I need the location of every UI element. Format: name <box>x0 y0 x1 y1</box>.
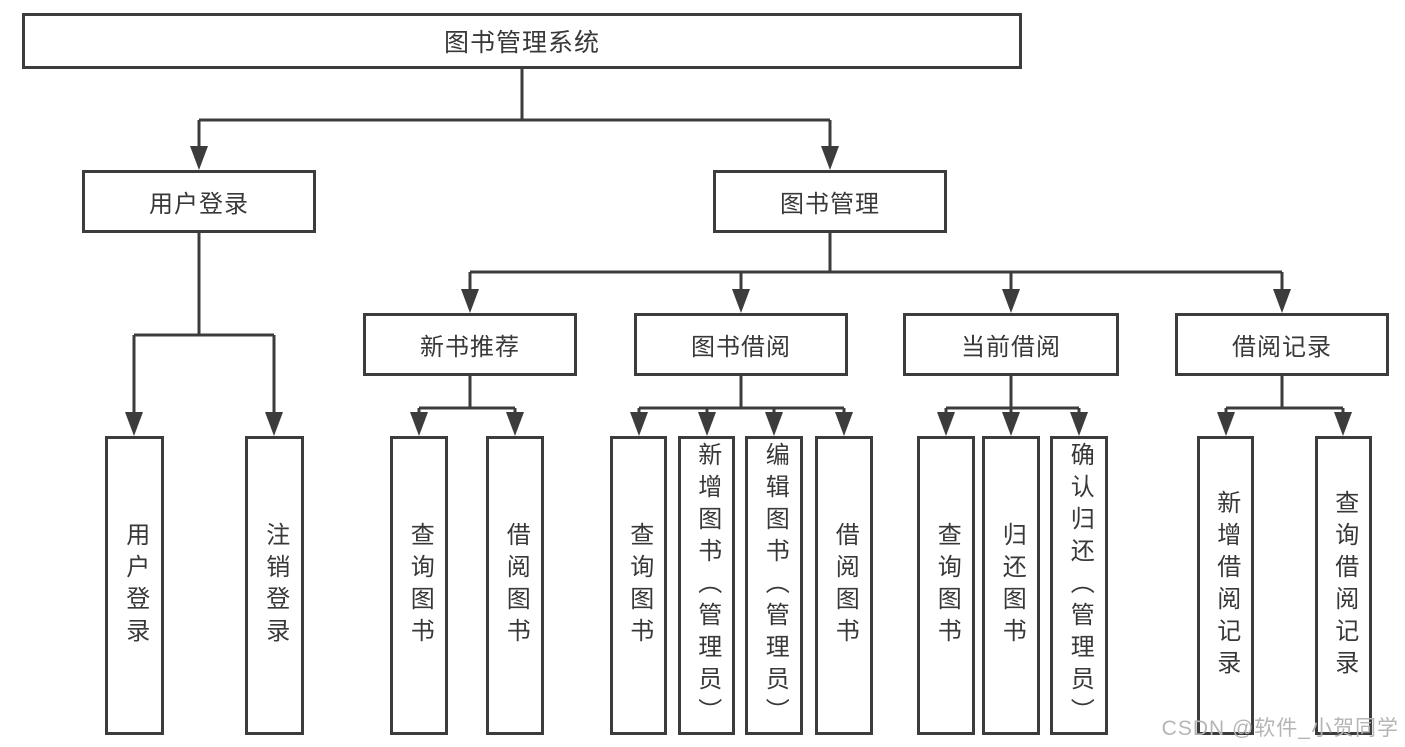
node-book-borrowing: 图书借阅 <box>634 313 848 376</box>
leaf-logout: 注销登录 <box>245 436 304 735</box>
node-label: 用户登录 <box>121 521 149 650</box>
node-label: 查询图书 <box>933 521 961 650</box>
node-label: 借阅图书 <box>502 521 530 650</box>
leaf-user-login: 用户登录 <box>105 436 164 735</box>
node-label: 图书借阅 <box>691 334 791 361</box>
node-user-login: 用户登录 <box>82 170 316 233</box>
node-new-book-recommendation: 新书推荐 <box>363 313 577 376</box>
leaf-query-borrow-record: 查询借阅记录 <box>1315 436 1372 735</box>
node-label: 图书管理系统 <box>443 29 600 57</box>
connector-book-management <box>468 233 1284 293</box>
leaf-borrow-books: 借阅图书 <box>815 436 873 735</box>
node-label: 确认归还（管理员） <box>1066 441 1094 730</box>
leaf-query-books-recommend: 查询图书 <box>390 436 448 735</box>
node-label: 注销登录 <box>261 521 289 650</box>
csdn-watermark: CSDN @软件_小贺同学 <box>1161 717 1399 740</box>
node-label: 新增借阅记录 <box>1212 489 1240 682</box>
connector-root <box>197 69 832 150</box>
leaf-borrow-books-recommend: 借阅图书 <box>486 436 544 735</box>
leaf-query-books-borrowing: 查询图书 <box>610 436 667 735</box>
leaf-edit-books-admin: 编辑图书（管理员） <box>745 436 803 735</box>
node-label: 当前借阅 <box>961 334 1061 361</box>
node-current-borrowing: 当前借阅 <box>903 313 1119 376</box>
node-label: 用户登录 <box>149 191 249 218</box>
node-book-management: 图书管理 <box>713 170 947 233</box>
node-label: 查询图书 <box>625 521 653 650</box>
leaf-return-books: 归还图书 <box>982 436 1040 735</box>
node-label: 新书推荐 <box>420 334 520 361</box>
connector-book-borrowing <box>637 376 846 416</box>
node-label: 查询图书 <box>406 521 434 650</box>
connector-borrowing-records <box>1224 376 1345 416</box>
connector-user-login <box>132 233 276 416</box>
leaf-confirm-return-admin: 确认归还（管理员） <box>1050 436 1108 735</box>
node-label: 图书管理 <box>780 191 880 218</box>
connector-current-borrowing <box>944 376 1081 416</box>
node-label: 新增图书（管理员） <box>693 441 721 730</box>
node-label: 借阅记录 <box>1232 334 1332 361</box>
connector-new-book-recommendation <box>417 376 517 416</box>
leaf-query-books-current: 查询图书 <box>917 436 975 735</box>
node-borrowing-records: 借阅记录 <box>1175 313 1389 376</box>
node-library-management-system: 图书管理系统 <box>22 13 1022 69</box>
node-label: 查询借阅记录 <box>1330 489 1358 682</box>
leaf-add-borrow-record: 新增借阅记录 <box>1197 436 1254 735</box>
leaf-add-books-admin: 新增图书（管理员） <box>678 436 735 735</box>
node-label: 编辑图书（管理员） <box>761 441 789 730</box>
node-label: 归还图书 <box>998 521 1026 650</box>
node-label: 借阅图书 <box>831 521 859 650</box>
